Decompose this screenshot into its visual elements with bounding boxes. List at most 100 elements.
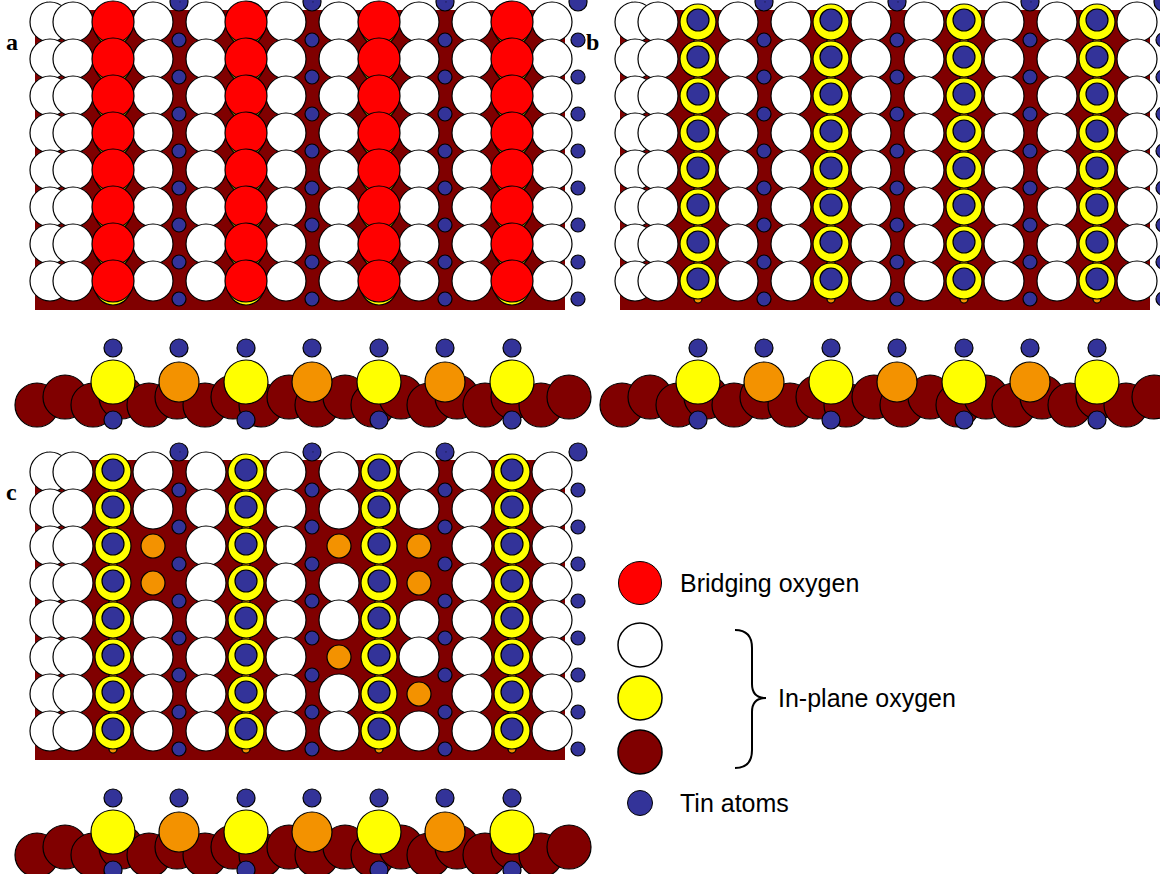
tin-atom xyxy=(368,496,390,518)
inplane-oxygen xyxy=(532,489,572,529)
tin-atom xyxy=(303,789,321,807)
inplane-oxygen xyxy=(813,115,849,151)
inplane-oxygen xyxy=(266,563,306,603)
inplane-oxygen xyxy=(942,360,986,404)
inplane-oxygen xyxy=(53,187,93,227)
inplane-oxygen xyxy=(95,602,131,638)
inplane-oxygen xyxy=(399,2,439,42)
inplane-oxygen xyxy=(904,261,944,301)
inplane-oxygen xyxy=(266,711,306,751)
inplane-oxygen xyxy=(1079,226,1115,262)
tin-atom xyxy=(687,9,709,31)
tin-atom xyxy=(179,451,180,452)
inplane-oxygen xyxy=(547,825,591,869)
inplane-oxygen xyxy=(399,637,439,677)
tin-atom xyxy=(501,570,523,592)
inplane-oxygen xyxy=(494,528,530,564)
inplane-oxygen xyxy=(1037,187,1077,227)
inplane-oxygen xyxy=(494,565,530,601)
inplane-oxygen xyxy=(53,489,93,529)
inplane-oxygen xyxy=(186,2,226,42)
inplane-oxygen xyxy=(292,812,332,852)
bridging-oxygen xyxy=(225,223,267,265)
inplane-oxygen xyxy=(813,41,849,77)
tin-atom xyxy=(890,292,904,306)
inplane-oxygen xyxy=(1117,76,1157,116)
inplane-oxygen xyxy=(718,2,758,42)
tin-atom xyxy=(1023,107,1037,121)
bridging-oxygen xyxy=(491,186,533,228)
inplane-oxygen xyxy=(813,263,849,299)
inplane-oxygen xyxy=(904,76,944,116)
inplane-oxygen xyxy=(159,362,199,402)
surface-model xyxy=(15,443,591,874)
tin-atom xyxy=(1023,292,1037,306)
tin-atom xyxy=(501,533,523,555)
inplane-oxygen xyxy=(452,526,492,566)
tin-atom xyxy=(820,83,842,105)
panel-label: c xyxy=(6,478,17,506)
atom-models xyxy=(15,0,1160,874)
tin-atom xyxy=(820,194,842,216)
inplane-oxygen xyxy=(53,39,93,79)
inplane-oxygen xyxy=(984,76,1024,116)
tin-atom xyxy=(438,742,452,756)
tin-atom xyxy=(503,339,521,357)
inplane-oxygen xyxy=(946,115,982,151)
inplane-oxygen xyxy=(744,362,784,402)
inplane-oxygen xyxy=(361,454,397,490)
tin-atom xyxy=(1156,292,1160,306)
inplane-oxygen xyxy=(53,711,93,751)
inplane-oxygen xyxy=(53,113,93,153)
tin-atom xyxy=(757,144,771,158)
tin-atom xyxy=(1088,411,1106,429)
exposed-oxygen xyxy=(407,534,431,558)
tin-atom xyxy=(438,705,452,719)
inplane-oxygen xyxy=(452,76,492,116)
inplane-oxygen xyxy=(851,187,891,227)
inplane-oxygen xyxy=(361,528,397,564)
bridging-oxygen xyxy=(491,75,533,117)
tin-atom xyxy=(368,533,390,555)
tin-atom xyxy=(1086,46,1108,68)
inplane-oxygen xyxy=(186,76,226,116)
tin-atom xyxy=(1086,120,1108,142)
tin-atom xyxy=(571,520,585,534)
inplane-oxygen xyxy=(224,810,268,854)
inplane-oxygen xyxy=(452,2,492,42)
bridging-oxygen xyxy=(358,260,400,302)
tin-atom xyxy=(102,459,124,481)
tin-atom xyxy=(235,496,257,518)
inplane-oxygen xyxy=(851,76,891,116)
inplane-oxygen xyxy=(638,39,678,79)
tin-atom xyxy=(888,0,906,11)
bridging-oxygen xyxy=(225,186,267,228)
inplane-oxygen xyxy=(452,711,492,751)
tin-atom xyxy=(172,181,186,195)
legend-swatch xyxy=(618,561,662,605)
inplane-oxygen xyxy=(547,375,591,419)
tin-atom xyxy=(953,83,975,105)
tin-atom xyxy=(953,120,975,142)
tin-atom xyxy=(1023,33,1037,47)
darkred-oxygen-sample xyxy=(618,730,662,774)
inplane-oxygen xyxy=(638,113,678,153)
inplane-oxygen xyxy=(718,150,758,190)
exposed-oxygen xyxy=(141,571,165,595)
inplane-oxygen xyxy=(133,637,173,677)
tin-atom xyxy=(757,181,771,195)
bridging-oxygen xyxy=(225,75,267,117)
tin-atom xyxy=(102,533,124,555)
inplane-oxygen xyxy=(1079,41,1115,77)
tin-atom xyxy=(571,144,585,158)
bridging-oxygen xyxy=(92,260,134,302)
tin-atom xyxy=(235,644,257,666)
tin-atom xyxy=(172,70,186,84)
inplane-oxygen xyxy=(399,39,439,79)
inplane-oxygen xyxy=(490,360,534,404)
tin-atom xyxy=(897,1,898,2)
inplane-oxygen xyxy=(771,39,811,79)
inplane-oxygen xyxy=(638,187,678,227)
surface-model xyxy=(600,0,1160,429)
inplane-oxygen xyxy=(771,113,811,153)
